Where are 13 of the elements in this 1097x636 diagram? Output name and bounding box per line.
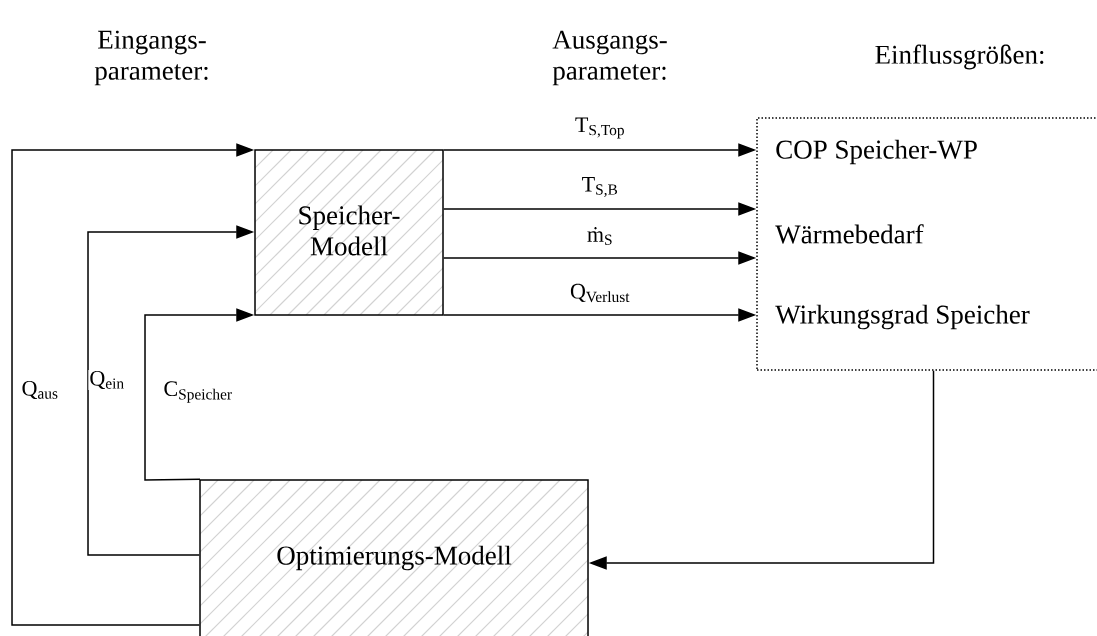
model-box: Speicher-Modell (254, 149, 444, 316)
edge-label: T$_{S,Top}$ (573, 116, 627, 140)
model-box: Optimierungs-Modell (199, 479, 589, 636)
edge-label: Q$_{Verlust}$ (569, 282, 631, 304)
dotted-box: Einflussgrößen: COP Speicher-WP Wärmebedarf Wirkungsgrad Speicher (756, 44, 1097, 371)
column-heading: Eingangs- parameter: (94, 30, 208, 86)
edge-label: T$_{S,B}$ (580, 176, 620, 198)
edge-label: Q$_{aus}$ (20, 379, 60, 401)
edge-label: C$_{Speicher}$ (162, 380, 234, 404)
edge-label: ṁ$_{S}$ (585, 226, 615, 246)
column-heading: Ausgangs- parameter: (552, 30, 667, 86)
node-label: Einflussgrößen: (875, 44, 1044, 70)
edge-label: Q$_{ein}$ (88, 369, 126, 391)
